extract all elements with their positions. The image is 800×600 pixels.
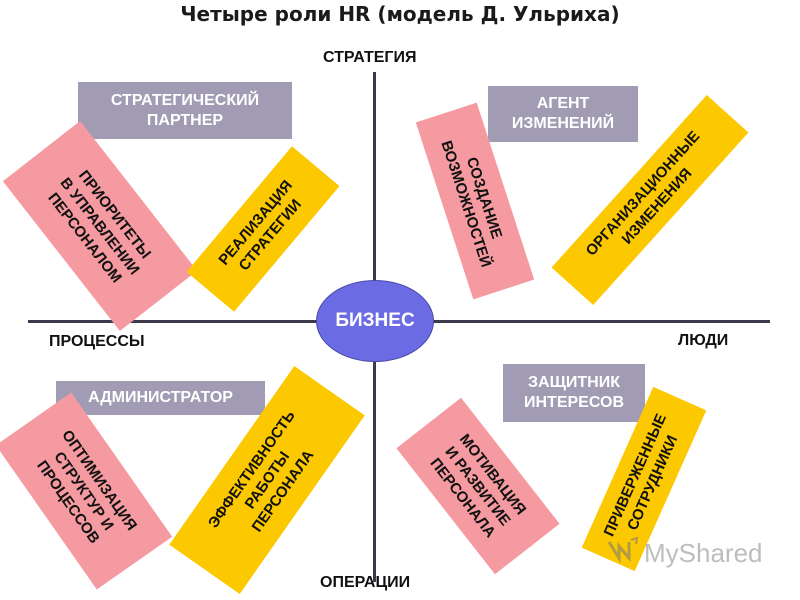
bar-staff-efficiency-text: ЭФФЕКТИВНОСТЬ РАБОТЫ ПЕРСОНАЛА — [204, 407, 317, 536]
role-employee-champion: ЗАЩИТНИК ИНТЕРЕСОВ — [503, 364, 645, 422]
axis-label-processes: ПРОЦЕССЫ — [49, 333, 145, 350]
watermark: MyShared — [606, 536, 763, 570]
center-business-label: БИЗНЕС — [335, 310, 415, 331]
bar-process-optimization: ОПТИМИЗАЦИЯ СТРУКТУР И ПРОЦЕССОВ — [0, 392, 173, 590]
role-change-agent-label: АГЕНТ ИЗМЕНЕНИЙ — [511, 95, 615, 132]
role-strategic-partner-label: СТРАТЕГИЧЕСКИЙ ПАРТНЕР — [110, 91, 260, 129]
bar-strategy-implementation-text: РЕАЛИЗАЦИЯ СТРАТЕГИИ — [215, 177, 305, 275]
axis-label-strategy: СТРАТЕГИЯ — [323, 49, 417, 66]
watermark-logo-icon — [606, 536, 640, 570]
watermark-text: MyShared — [644, 537, 763, 568]
bar-motivation-development: МОТИВАЦИЯ И РАЗВИТИЕ ПЕРСОНАЛА — [396, 397, 560, 575]
diagram-title: Четыре роли HR (модель Д. Ульриха) — [180, 2, 620, 26]
bar-creating-opportunities-text: СОЗДАНИЕ ВОЗМОЖНОСТЕЙ — [437, 138, 506, 270]
bar-hr-priorities: ПРИОРИТЕТЫ В УПРАВЛЕНИИ ПЕРСОНАЛОМ — [2, 120, 198, 332]
bar-strategy-implementation: РЕАЛИЗАЦИЯ СТРАТЕГИИ — [186, 146, 340, 312]
axis-label-people: ЛЮДИ — [678, 332, 729, 349]
bar-organizational-change-text: ОРГАНИЗАЦИОННЫЕ ИЗМЕНЕНИЯ — [582, 127, 704, 260]
bar-motivation-development-text: МОТИВАЦИЯ И РАЗВИТИЕ ПЕРСОНАЛА — [426, 430, 530, 541]
bar-committed-employees-text: ПРИВЕРЖЕННЫЕ СОТРУДНИКИ — [600, 411, 682, 539]
axis-label-operations: ОПЕРАЦИИ — [320, 574, 411, 591]
role-employee-champion-label: ЗАЩИТНИК ИНТЕРЕСОВ — [524, 374, 624, 411]
center-business-ellipse: БИЗНЕС — [316, 280, 434, 362]
bar-hr-priorities-text: ПРИОРИТЕТЫ В УПРАВЛЕНИИ ПЕРСОНАЛОМ — [44, 166, 155, 286]
role-administrator-label: АДМИНИСТРАТОР — [88, 389, 233, 406]
role-change-agent: АГЕНТ ИЗМЕНЕНИЙ — [488, 86, 638, 142]
role-administrator: АДМИНИСТРАТОР — [56, 381, 265, 415]
bar-process-optimization-text: ОПТИМИЗАЦИЯ СТРУКТУР И ПРОЦЕССОВ — [33, 426, 141, 547]
role-strategic-partner: СТРАТЕГИЧЕСКИЙ ПАРТНЕР — [78, 82, 292, 139]
